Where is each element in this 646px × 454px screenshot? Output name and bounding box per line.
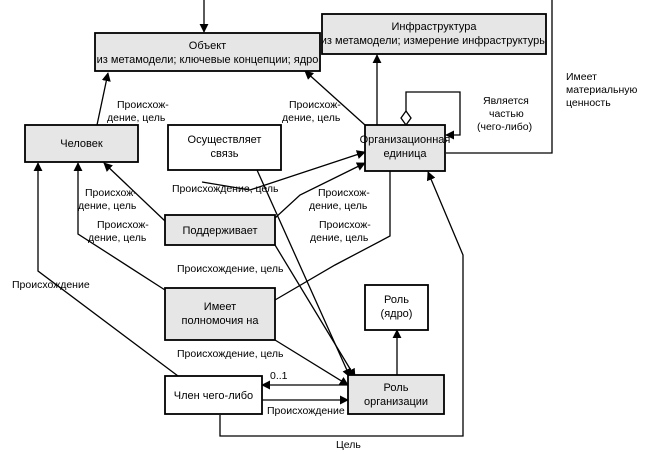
node-org-role: Роль организации	[347, 374, 445, 415]
node-role-core-line-1: Роль	[384, 294, 409, 306]
node-person-line-1: Человек	[60, 138, 103, 150]
label-member-role: Происхождение	[267, 405, 345, 417]
node-supports: Поддерживает	[164, 214, 276, 246]
label-supports-person-2: дение, цель	[78, 200, 137, 212]
label-goal-bottom: Цель	[336, 439, 361, 451]
node-org-role-line-1: Роль	[384, 382, 409, 394]
node-role-core-line-2: (ядро)	[381, 308, 413, 320]
node-org-unit-line-2: единица	[383, 148, 427, 160]
label-has-value-1: Имеет	[566, 71, 597, 83]
node-member: Член чего-либо	[164, 375, 263, 415]
edge-auth-org	[274, 151, 395, 301]
label-auth-role: Происхождение, цель	[177, 348, 284, 360]
label-origin-left: Происхождение	[12, 279, 90, 291]
node-authority: Имеет полномочия на	[164, 287, 276, 341]
label-org-object-2: дение, цель	[282, 112, 341, 124]
label-person-object-2: дение, цель	[107, 112, 166, 124]
label-supports-org-2: дение, цель	[309, 200, 368, 212]
edge-org-object	[304, 70, 366, 126]
edge-member-person	[33, 162, 179, 377]
node-infra-line-1: Инфраструктура	[391, 21, 477, 33]
edge-auth-role	[274, 339, 349, 386]
label-part-of-1: Является	[483, 95, 529, 107]
node-communicates: Осуществляет связь	[167, 124, 282, 171]
label-supports-org-1: Происхож-	[318, 187, 370, 199]
node-communicates-line-1: Осуществляет	[188, 134, 262, 146]
node-role-core: Роль (ядро)	[364, 284, 429, 331]
edge-supports-person	[103, 162, 166, 222]
edge-member-org-goal	[219, 171, 464, 437]
label-comm-org: Происхождение, цель	[172, 183, 279, 195]
node-org-unit-line-1: Организационная	[360, 134, 451, 146]
node-object-line-2: из метамодели; ключевые концепции; ядро	[97, 54, 319, 66]
label-auth-org-1: Происхож-	[319, 219, 371, 231]
edges	[33, 0, 553, 437]
node-object: Объект из метамодели; ключевые концепции…	[94, 32, 321, 72]
node-communicates-line-2: связь	[211, 148, 239, 160]
node-member-line-1: Член чего-либо	[174, 390, 253, 402]
edge-labels: Происхож- дение, цель Происхож- дение, ц…	[12, 71, 638, 451]
node-infra-line-2: из метамодели; измерение инфраструктуры	[321, 35, 548, 47]
node-supports-line-1: Поддерживает	[183, 225, 258, 237]
edge-auth-person	[73, 162, 166, 291]
node-object-line-1: Объект	[189, 40, 226, 52]
node-authority-line-1: Имеет	[204, 301, 236, 313]
edge-person-object	[96, 72, 111, 126]
label-auth-person-1: Происхож-	[97, 219, 149, 231]
node-infrastructure: Инфраструктура из метамодели; измерение …	[321, 13, 548, 55]
edge-comm-role	[256, 169, 351, 378]
nodes: Объект из метамодели; ключевые концепции…	[24, 13, 548, 415]
label-multiplicity: 0..1	[270, 370, 288, 382]
label-part-of-2: частью	[489, 108, 524, 120]
label-auth-person-2: дение, цель	[88, 232, 147, 244]
node-org-unit: Организационная единица	[360, 124, 451, 172]
label-has-value-2: материальную	[566, 84, 638, 96]
label-supports-role: Происхождение, цель	[177, 263, 284, 275]
label-auth-org-2: дение, цель	[310, 232, 369, 244]
label-org-object-1: Происхож-	[289, 99, 341, 111]
node-authority-line-2: полномочия на	[182, 315, 260, 327]
node-org-role-line-2: организации	[364, 396, 428, 408]
label-has-value-3: ценность	[566, 97, 611, 109]
label-part-of-3: (чего-либо)	[477, 121, 532, 133]
edge-part-of-loop	[405, 91, 461, 140]
aggregation-diamond	[400, 109, 412, 127]
edge-comm-org	[201, 150, 366, 191]
node-person: Человек	[24, 124, 139, 163]
label-person-object-1: Происхож-	[117, 99, 169, 111]
edge-has-value	[446, 0, 553, 154]
edge-supports-role	[274, 244, 356, 378]
label-supports-person-1: Происхож-	[85, 187, 137, 199]
